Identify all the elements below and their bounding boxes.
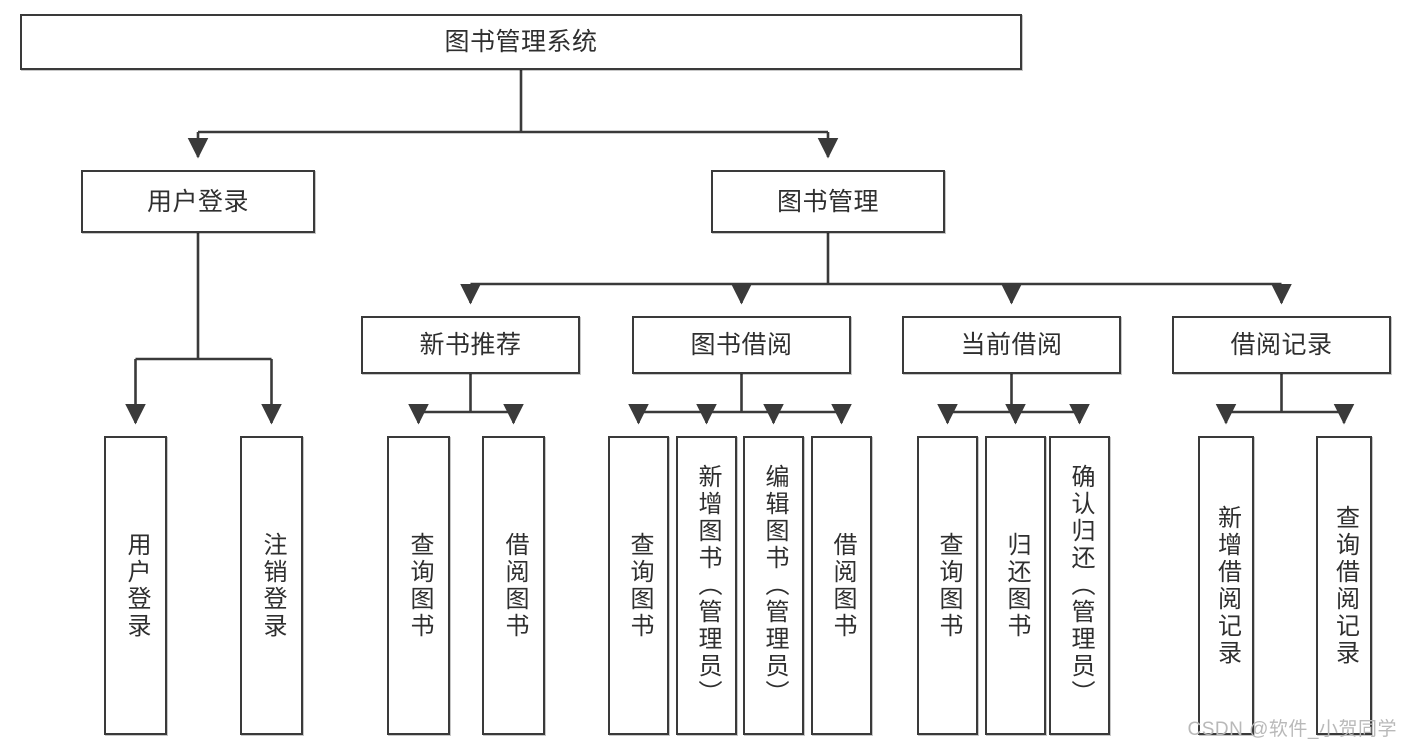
node-label: 图书管理系统 <box>444 28 598 56</box>
node-label: 查询图书 <box>934 531 962 640</box>
node-label: 确认归还（管理员） <box>1066 464 1094 707</box>
node-label: 归还图书 <box>1002 531 1030 640</box>
csdn-watermark: CSDN @软件_小贺同学 <box>1187 719 1397 740</box>
node-label: 查询图书 <box>625 531 653 640</box>
node-label: 查询图书 <box>405 531 433 640</box>
node-label: 新增借阅记录 <box>1213 504 1241 667</box>
node-label: 当前借阅 <box>960 331 1063 359</box>
node-label: 图书管理 <box>776 187 879 216</box>
node-borrow-record[interactable]: 借阅记录 <box>1172 316 1391 374</box>
node-leaf-add-record[interactable]: 新增借阅记录 <box>1198 436 1254 735</box>
node-label: 用户登录 <box>146 187 249 216</box>
node-leaf-confirm-return[interactable]: 确认归还（管理员） <box>1049 436 1110 735</box>
node-root[interactable]: 图书管理系统 <box>20 14 1022 70</box>
node-user-login[interactable]: 用户登录 <box>81 170 315 233</box>
node-leaf-query-book-1[interactable]: 查询图书 <box>387 436 450 735</box>
node-label: 图书借阅 <box>690 331 793 359</box>
node-leaf-add-book[interactable]: 新增图书（管理员） <box>676 436 737 735</box>
node-new-book-recommend[interactable]: 新书推荐 <box>361 316 580 374</box>
node-label: 查询借阅记录 <box>1331 504 1359 667</box>
node-label: 用户登录 <box>122 531 150 640</box>
node-leaf-return-book[interactable]: 归还图书 <box>985 436 1046 735</box>
node-leaf-borrow-book-1[interactable]: 借阅图书 <box>482 436 545 735</box>
node-label: 借阅图书 <box>500 531 528 640</box>
node-label: 借阅记录 <box>1230 331 1333 359</box>
node-current-borrow[interactable]: 当前借阅 <box>902 316 1121 374</box>
node-label: 借阅图书 <box>828 531 856 640</box>
node-book-manage[interactable]: 图书管理 <box>711 170 945 233</box>
node-book-borrow[interactable]: 图书借阅 <box>632 316 851 374</box>
node-label: 新增图书（管理员） <box>693 464 721 707</box>
node-label: 新书推荐 <box>419 331 522 359</box>
node-label: 编辑图书（管理员） <box>760 464 788 707</box>
node-leaf-query-book-2[interactable]: 查询图书 <box>608 436 669 735</box>
node-label: 注销登录 <box>258 531 286 640</box>
node-leaf-logout[interactable]: 注销登录 <box>240 436 303 735</box>
node-leaf-borrow-book-2[interactable]: 借阅图书 <box>811 436 872 735</box>
node-leaf-query-book-3[interactable]: 查询图书 <box>917 436 978 735</box>
node-leaf-edit-book[interactable]: 编辑图书（管理员） <box>743 436 804 735</box>
node-leaf-query-record[interactable]: 查询借阅记录 <box>1316 436 1372 735</box>
node-leaf-user-login[interactable]: 用户登录 <box>104 436 167 735</box>
